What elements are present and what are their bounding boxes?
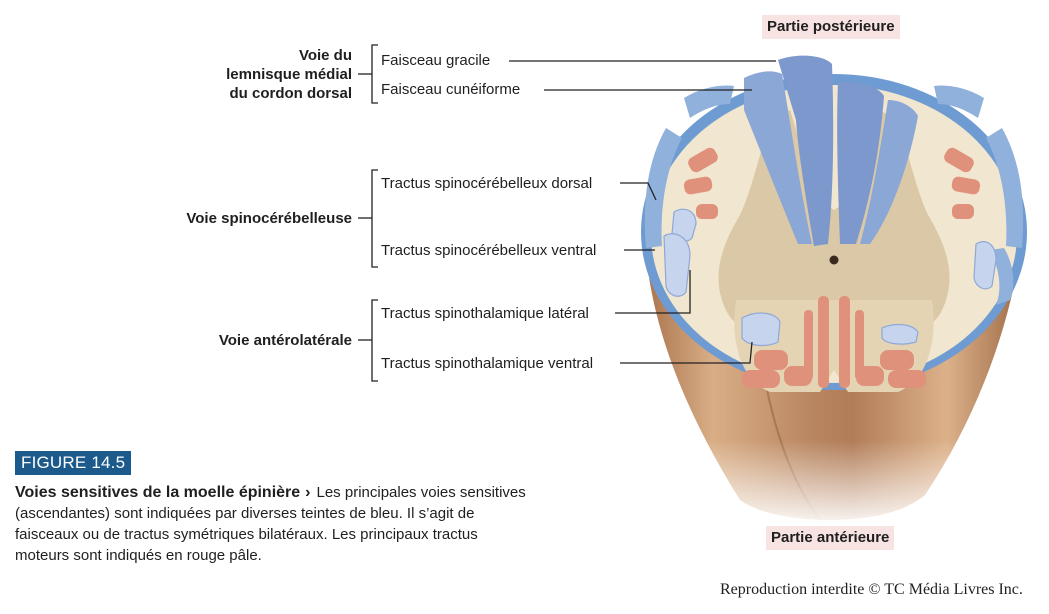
right-sensory-band bbox=[986, 128, 1024, 248]
caption-text: Les principales voies sensitives (ascend… bbox=[15, 484, 526, 564]
posterior-label: Partie postérieure bbox=[762, 15, 900, 39]
central-canal bbox=[829, 255, 839, 265]
group-title-anterolateral: Voie antérolatérale bbox=[219, 331, 352, 350]
group-title-line: Voie du bbox=[298, 47, 352, 64]
left-upper-band bbox=[684, 85, 734, 118]
light-sensory-tracts bbox=[663, 208, 997, 347]
motor-tracts bbox=[683, 147, 981, 388]
fasciculus-gracilis-left bbox=[778, 55, 834, 247]
fasciculus-cuneatus-left bbox=[744, 71, 812, 244]
anterior-label: Partie antérieure bbox=[766, 526, 895, 550]
copyright-notice: Reproduction interdite © TC Média Livres… bbox=[720, 581, 1023, 598]
caption-arrow-icon: › bbox=[305, 484, 311, 501]
right-upper-band bbox=[934, 85, 984, 118]
group-title-line: Voie antérolatérale bbox=[218, 332, 352, 349]
group-title-dorsal-column: Voie du lemnisque médial du cordon dorsa… bbox=[226, 46, 352, 103]
group-title-line: Voie spinocérébelleuse bbox=[186, 210, 352, 227]
fasciculus-cuneatus-right bbox=[860, 100, 918, 244]
tract-label-ventral-spinocerebellar: Tractus spinocérébelleux ventral bbox=[381, 242, 597, 259]
left-sensory-band bbox=[644, 128, 682, 248]
tract-label-dorsal-spinocerebellar: Tractus spinocérébelleux dorsal bbox=[381, 175, 593, 192]
figure-caption: Voies sensitives de la moelle épinière›L… bbox=[15, 482, 535, 566]
group-title-line: lemnisque médial bbox=[226, 66, 352, 83]
figure-number-badge: FIGURE 14.5 bbox=[15, 451, 132, 475]
tract-label-lateral-spinothalamic: Tractus spinothalamique latéral bbox=[381, 305, 589, 322]
tract-label-ventral-spinothalamic: Tractus spinothalamique ventral bbox=[381, 355, 594, 372]
tract-label-cuneate: Faisceau cunéiforme bbox=[381, 81, 521, 98]
fasciculus-gracilis-right bbox=[837, 81, 884, 244]
caption-title: Voies sensitives de la moelle épinière bbox=[15, 484, 301, 501]
tract-label-gracile: Faisceau gracile bbox=[381, 52, 491, 69]
group-title-spinocerebellar: Voie spinocérébelleuse bbox=[186, 209, 352, 228]
group-title-line: du cordon dorsal bbox=[229, 85, 352, 102]
